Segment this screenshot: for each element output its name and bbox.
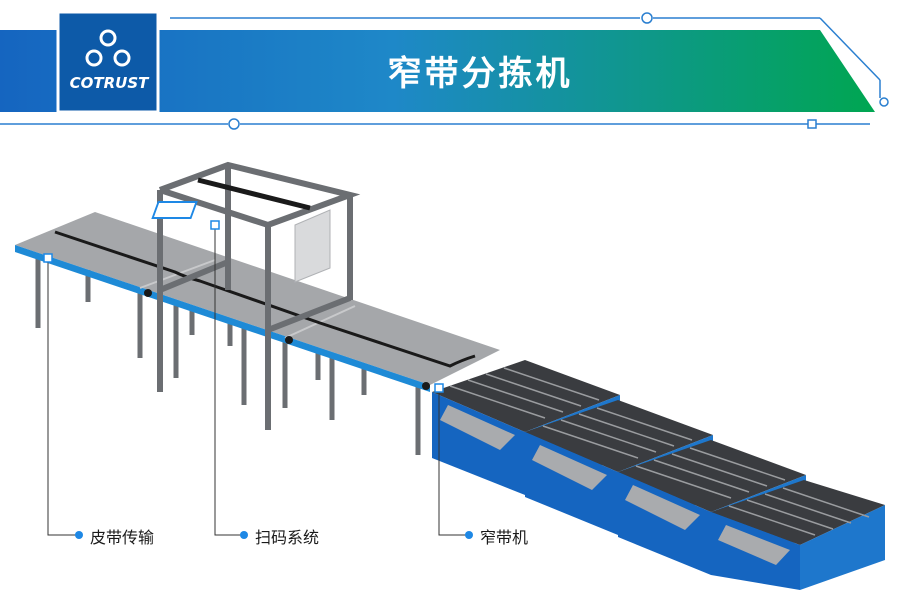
sorter-module [711, 480, 885, 590]
scanner-panel [294, 209, 331, 283]
callout-dot-icon [75, 531, 83, 539]
callout-anchor [43, 253, 53, 263]
header-banner [0, 10, 889, 130]
banner-node-top [641, 12, 653, 24]
page-title: 窄带分拣机 [387, 54, 573, 94]
belt-roller [144, 289, 152, 297]
callout-anchor [210, 220, 220, 230]
banner-band [0, 30, 875, 112]
callout-label-scanning-system: 扫码系统 [255, 528, 320, 547]
callout-leaders [47, 225, 466, 536]
callout-anchor [434, 383, 444, 393]
callout-dot-icon [240, 531, 248, 539]
logo-frame [56, 10, 160, 114]
banner-node-bottom [228, 118, 240, 130]
scanner-beam [197, 177, 311, 211]
conveyor-diagram [15, 161, 885, 590]
logo-mark-icon [85, 29, 131, 67]
callout-label-belt-conveyor: 皮带传输 [90, 528, 155, 547]
scanner-frame [157, 161, 361, 430]
belt-roller [422, 382, 430, 390]
conveyor-legs [35, 255, 421, 455]
belt-side-strip [15, 245, 430, 392]
logo-text: COTRUST [69, 74, 149, 92]
callout-label-narrow-belt-sorter: 窄带机 [480, 528, 529, 547]
narrow-belts [449, 367, 870, 536]
belt-roller [285, 336, 293, 344]
callout-dot-icon [465, 531, 473, 539]
barcode-scanner [151, 201, 198, 219]
belt-line [54, 230, 476, 368]
